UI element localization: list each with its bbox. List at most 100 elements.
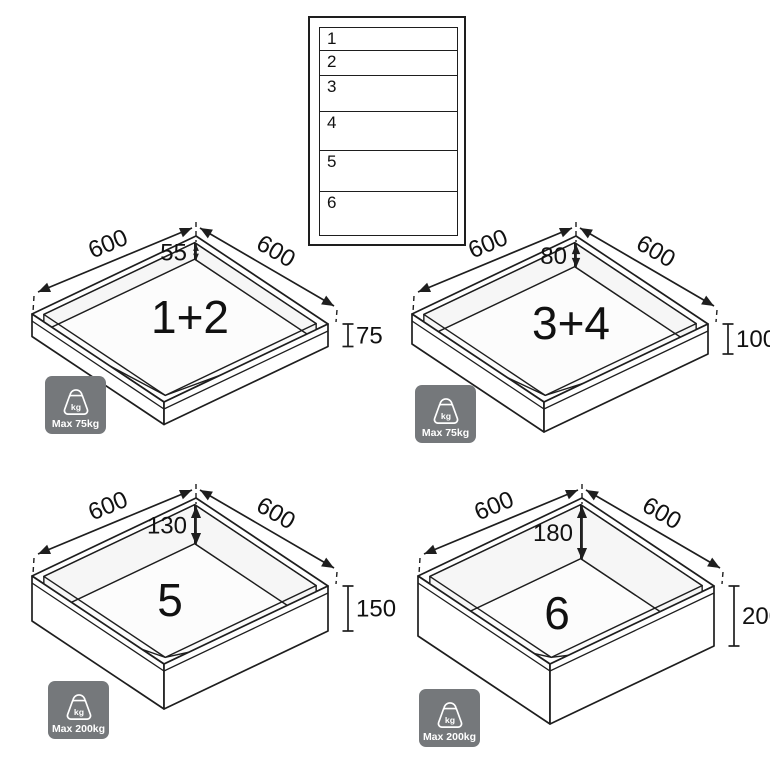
max-load-badge: kg Max 200kg: [419, 689, 480, 747]
dimension-arrowhead: [418, 282, 432, 293]
cabinet-drawer-row-4: 4: [320, 112, 457, 151]
drawer-inner-rim: [43, 503, 317, 659]
kg-icon-label: kg: [444, 714, 454, 724]
width-dimension-value: 600: [470, 486, 517, 526]
outer-height-value: 75: [356, 322, 383, 349]
depth-dimension-value: 600: [638, 492, 686, 535]
dimension-arrowhead: [571, 244, 581, 255]
cabinet-drawer-number: 4: [327, 113, 337, 132]
weight-kg-icon: kg: [433, 397, 458, 424]
max-load-badge: kg Max 75kg: [415, 385, 476, 443]
left-extension-dashed-line: [412, 295, 415, 313]
cabinet-drawer-number: 2: [327, 52, 337, 71]
dimension-arrowhead: [701, 295, 714, 306]
dimension-arrowhead: [200, 490, 213, 501]
width-dimension-line: [37, 489, 193, 555]
drawer-rim-edge-line: [417, 582, 715, 672]
drawer-number-label: 5: [157, 574, 183, 626]
kg-icon-label: kg: [73, 706, 83, 716]
dimension-arrowhead: [178, 227, 192, 238]
left-extension-dashed-line: [32, 557, 35, 575]
cabinet-drawer-row-6: 6: [320, 192, 457, 235]
dimension-arrowhead: [558, 227, 572, 238]
dimension-arrowhead: [580, 228, 593, 239]
dimension-arrowhead: [178, 489, 192, 500]
dimension-arrowhead: [321, 557, 334, 568]
width-dimension-line: [37, 227, 193, 293]
right-extension-dashed-line: [335, 309, 338, 323]
drawer-number-label: 6: [544, 587, 570, 639]
depth-dimension-line: [585, 489, 721, 569]
dimension-arrowhead: [321, 295, 334, 306]
dimension-arrowhead: [200, 228, 213, 239]
max-load-label: Max 200kg: [422, 730, 477, 743]
dimension-arrowhead: [564, 489, 578, 500]
drawer-front-face-right: [163, 323, 329, 426]
max-load-badge: kg Max 200kg: [48, 681, 109, 739]
drawer-rim-edge-line: [31, 582, 329, 672]
cabinet-drawer-number: 3: [327, 77, 337, 96]
depth-dimension-line: [579, 227, 715, 307]
dimension-arrowhead: [424, 544, 438, 555]
kg-icon-label: kg: [70, 401, 80, 411]
depth-dimension-line: [199, 227, 335, 307]
width-dimension-line: [417, 227, 573, 293]
drawer-number-label: 3+4: [532, 297, 610, 349]
dimension-arrowhead: [576, 548, 588, 560]
dimension-arrowhead: [193, 253, 199, 261]
max-load-label: Max 75kg: [51, 417, 100, 430]
weight-kg-icon: kg: [63, 388, 88, 415]
cabinet-drawer-row-2: 2: [320, 51, 457, 76]
max-load-label: Max 200kg: [51, 722, 106, 735]
width-dimension-value: 600: [464, 224, 511, 264]
left-extension-dashed-line: [418, 557, 421, 575]
drawer-isometric-drawing: 600 600 55 75 1+2: [31, 222, 383, 426]
dimension-arrowhead: [576, 506, 588, 518]
dimension-arrowhead: [38, 282, 52, 293]
width-dimension-value: 600: [84, 486, 131, 526]
outer-height-value: 200: [742, 603, 770, 630]
right-extension-dashed-line: [721, 571, 724, 585]
dimension-arrowhead: [190, 533, 202, 545]
width-dimension-line: [423, 489, 579, 555]
inner-height-value: 180: [533, 520, 573, 547]
max-load-badge: kg Max 75kg: [45, 376, 106, 434]
depth-dimension-value: 600: [632, 230, 680, 273]
cabinet-drawer-number: 5: [327, 152, 337, 171]
dimension-arrowhead: [190, 506, 202, 518]
dimension-arrowhead: [193, 244, 199, 251]
depth-dimension-line: [199, 489, 335, 569]
right-extension-dashed-line: [335, 571, 338, 585]
inner-height-value: 80: [540, 243, 567, 270]
width-dimension-value: 600: [84, 224, 131, 264]
right-extension-dashed-line: [715, 309, 718, 323]
dimension-arrowhead: [586, 490, 599, 501]
drawer-diagram-6: 600 600 180 200 6: [392, 484, 770, 736]
drawer-isometric-drawing: 600 600 180 200 6: [417, 484, 770, 725]
drawer-inner-rim: [423, 241, 697, 397]
inner-height-value: 55: [160, 239, 187, 266]
drawer-inner-rim: [429, 503, 703, 659]
drawer-diagram-1-2: 600 600 55 75 1+2: [6, 222, 388, 474]
cabinet-drawer-row-5: 5: [320, 151, 457, 192]
drawer-number-label: 1+2: [151, 291, 229, 343]
cabinet-drawer-number: 6: [327, 193, 337, 212]
depth-dimension-value: 600: [252, 492, 300, 535]
max-load-label: Max 75kg: [421, 426, 470, 439]
kg-icon-label: kg: [440, 410, 450, 420]
weight-kg-icon: kg: [66, 693, 91, 720]
cabinet-drawer-row-1: 1: [320, 28, 457, 51]
drawer-inner-rim: [43, 241, 317, 397]
drawer-rim-edge-line: [411, 320, 709, 410]
dimension-arrowhead: [38, 544, 52, 555]
depth-dimension-value: 600: [252, 230, 300, 273]
drawer-rim-edge-line: [31, 320, 329, 410]
dimension-arrowhead: [571, 257, 581, 268]
